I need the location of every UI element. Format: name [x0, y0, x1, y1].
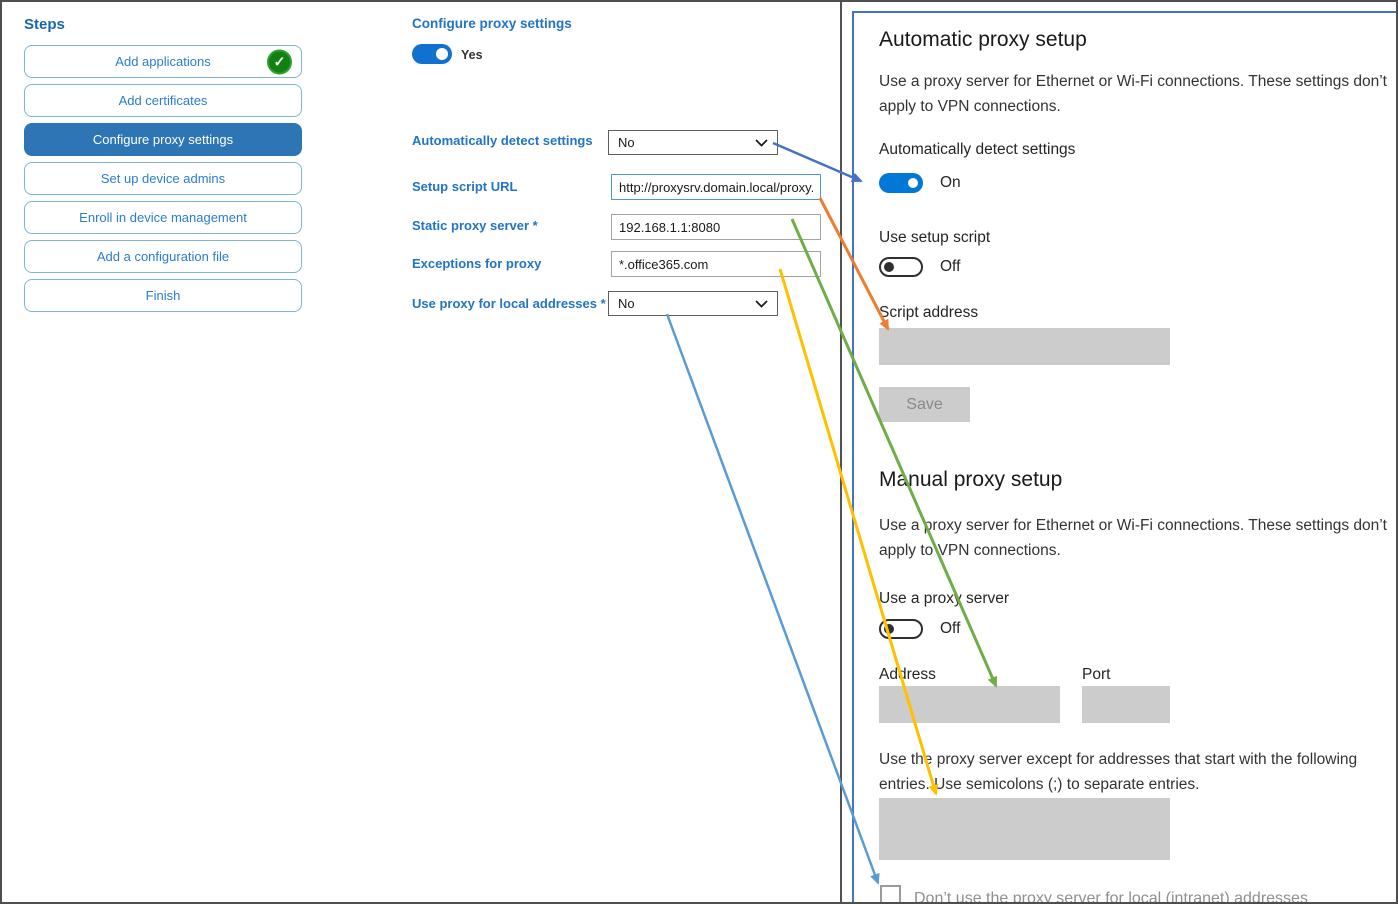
use-setup-script-label: Use setup script: [879, 229, 991, 246]
toggle-knob: [436, 48, 448, 60]
chevron-down-icon: [755, 138, 768, 147]
use-proxy-server-label: Use a proxy server: [879, 590, 1010, 607]
steps-sidebar: Steps Add applications ✓ Add certificate…: [24, 16, 302, 318]
manual-port-box[interactable]: [1082, 686, 1170, 723]
step-add-applications[interactable]: Add applications ✓: [24, 45, 302, 78]
automatically-detect-settings-label: Automatically detect settings: [412, 133, 593, 148]
static-proxy-server-input[interactable]: [611, 214, 821, 240]
proxy-exceptions-box[interactable]: [879, 798, 1170, 860]
use-proxy-server-toggle-state: Off: [940, 620, 961, 637]
configure-proxy-toggle[interactable]: [412, 44, 452, 64]
windows-proxy-settings-panel: Automatic proxy setup Use a proxy server…: [852, 11, 1396, 904]
local-addresses-checkbox[interactable]: [880, 885, 901, 902]
step-finish[interactable]: Finish: [24, 279, 302, 312]
step-enroll-in-device-management[interactable]: Enroll in device management: [24, 201, 302, 234]
arrow-local-addresses: [665, 313, 880, 885]
dropdown-value: No: [618, 135, 635, 150]
manual-proxy-setup-heading: Manual proxy setup: [879, 468, 1063, 491]
automatic-detect-label: Automatically detect settings: [879, 141, 1076, 158]
use-proxy-server-toggle[interactable]: [879, 619, 923, 639]
automatic-proxy-setup-heading: Automatic proxy setup: [879, 28, 1087, 51]
step-configure-proxy-settings[interactable]: Configure proxy settings: [24, 123, 302, 156]
steps-title: Steps: [24, 16, 65, 33]
save-button[interactable]: Save: [879, 387, 970, 422]
automatic-detect-toggle-state: On: [940, 174, 961, 191]
step-add-configuration-file[interactable]: Add a configuration file: [24, 240, 302, 273]
use-setup-script-toggle-state: Off: [940, 258, 961, 275]
step-label: Add applications: [115, 54, 211, 69]
page-title: Configure proxy settings: [412, 16, 572, 31]
script-address-box[interactable]: [879, 328, 1170, 365]
proxy-exceptions-description: Use the proxy server except for addresse…: [879, 751, 1358, 793]
toggle-knob: [884, 624, 894, 634]
exceptions-for-proxy-label: Exceptions for proxy: [412, 256, 542, 271]
step-label: Enroll in device management: [79, 210, 247, 225]
local-addresses-checkbox-label: Don’t use the proxy server for local (in…: [914, 890, 1308, 904]
step-set-up-device-admins[interactable]: Set up device admins: [24, 162, 302, 195]
dropdown-value: No: [618, 296, 635, 311]
manual-proxy-description: Use a proxy server for Ethernet or Wi-Fi…: [879, 517, 1387, 559]
step-label: Add certificates: [118, 93, 208, 108]
automatically-detect-settings-dropdown[interactable]: No: [608, 130, 778, 155]
manual-address-box[interactable]: [879, 686, 1060, 723]
exceptions-for-proxy-input[interactable]: [611, 251, 821, 277]
setup-script-url-label: Setup script URL: [412, 179, 518, 194]
panel-divider: [840, 2, 842, 902]
setup-script-url-input[interactable]: [611, 174, 821, 200]
address-label: Address: [879, 666, 936, 683]
automatic-proxy-description: Use a proxy server for Ethernet or Wi-Fi…: [879, 73, 1387, 115]
script-address-label: Script address: [879, 304, 979, 321]
use-proxy-local-addresses-label: Use proxy for local addresses *: [412, 296, 606, 311]
checkmark-icon: ✓: [267, 49, 292, 74]
chevron-down-icon: [755, 299, 768, 308]
use-proxy-local-addresses-dropdown[interactable]: No: [608, 291, 778, 316]
configure-proxy-toggle-state: Yes: [461, 48, 483, 62]
step-label: Configure proxy settings: [92, 132, 234, 147]
toggle-knob: [884, 262, 894, 272]
step-label: Finish: [145, 288, 181, 303]
port-label: Port: [1082, 666, 1111, 683]
use-setup-script-toggle[interactable]: [879, 257, 923, 277]
step-add-certificates[interactable]: Add certificates: [24, 84, 302, 117]
automatic-detect-toggle[interactable]: [879, 173, 923, 193]
step-label: Set up device admins: [100, 171, 226, 186]
static-proxy-server-label: Static proxy server *: [412, 218, 538, 233]
step-label: Add a configuration file: [96, 249, 230, 264]
toggle-knob: [908, 178, 918, 188]
